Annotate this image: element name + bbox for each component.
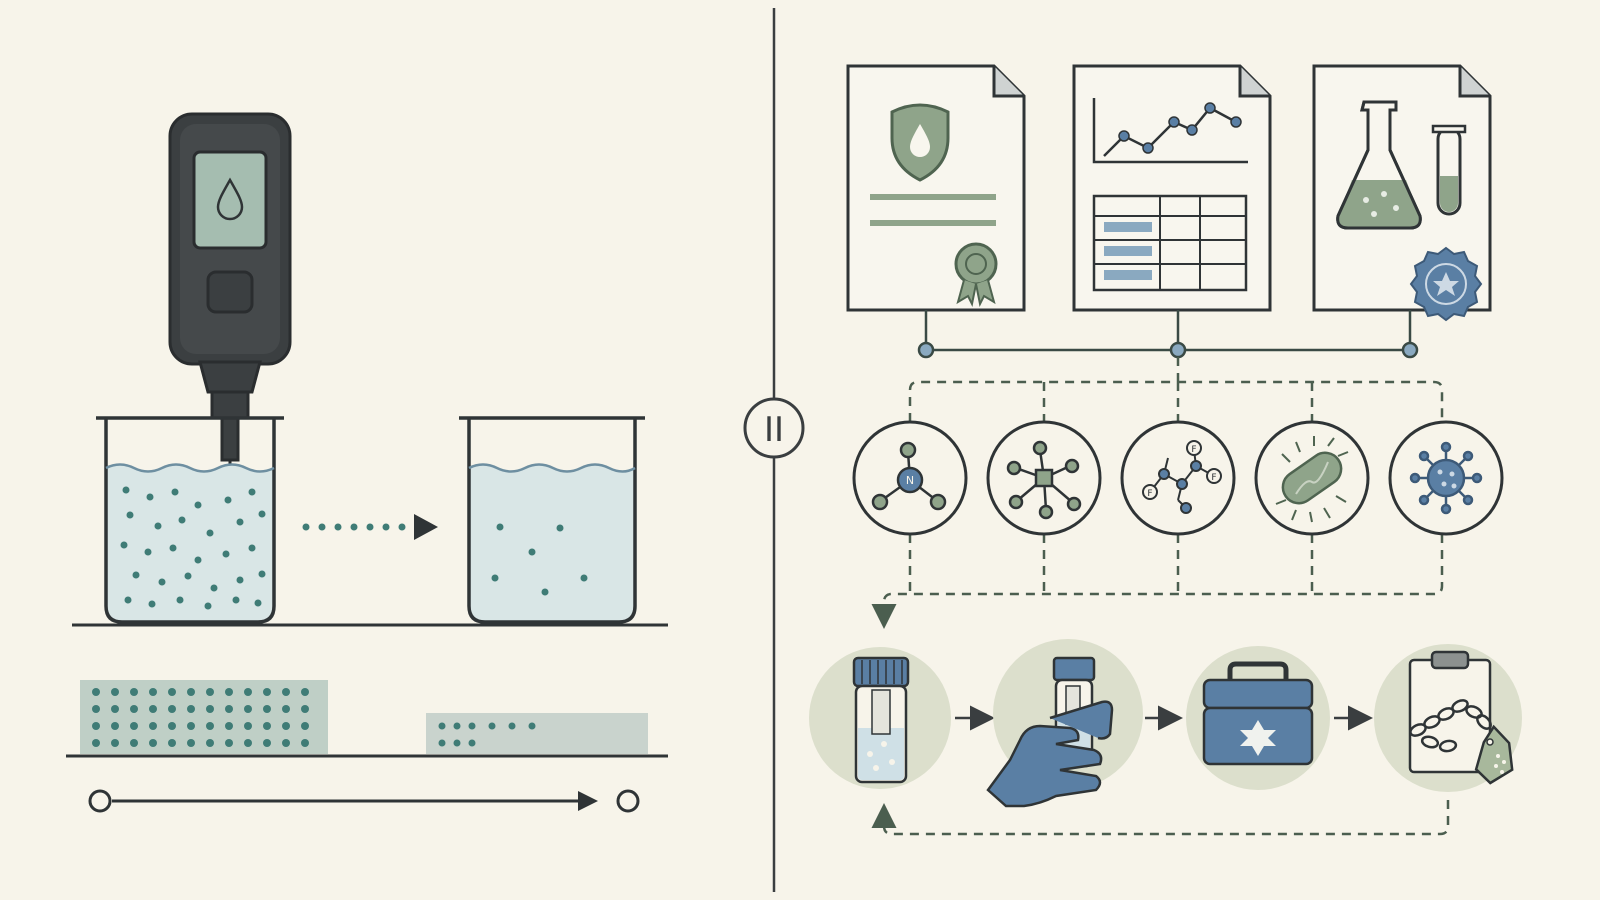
contaminant-virus bbox=[1388, 420, 1504, 536]
left-panel bbox=[66, 112, 668, 813]
tag-icon bbox=[1474, 724, 1514, 785]
data-table-icon bbox=[1092, 194, 1248, 292]
chain-of-custody-clipboard-icon bbox=[1408, 650, 1514, 785]
timeline-arrow bbox=[88, 789, 640, 813]
meter-probe bbox=[220, 416, 240, 462]
step-cooler-transport bbox=[1186, 646, 1330, 790]
approval-badge-icon bbox=[1409, 246, 1483, 322]
fluoro-label-2: F bbox=[1211, 473, 1216, 483]
meter-screen bbox=[192, 150, 268, 250]
contaminant-ammonia: N bbox=[852, 420, 968, 536]
document-report bbox=[1072, 64, 1272, 312]
step-sample-vial bbox=[809, 647, 951, 789]
seal-icon bbox=[954, 242, 998, 286]
virus-icon bbox=[1409, 441, 1483, 515]
fluoro-label-3: F bbox=[1147, 489, 1152, 499]
documents-row bbox=[846, 64, 1492, 322]
pfas-molecule-icon bbox=[1142, 440, 1222, 514]
fluoro-label-1: F bbox=[1191, 445, 1196, 455]
ammonia-molecule-icon bbox=[871, 441, 947, 511]
water-quality-meter bbox=[168, 112, 292, 490]
contaminant-pfas: F F F bbox=[1120, 420, 1236, 536]
contaminants-row: N bbox=[852, 420, 1504, 536]
step-gloved-handling bbox=[986, 639, 1143, 808]
sampling-workflow bbox=[809, 639, 1522, 808]
chain-icon bbox=[1409, 699, 1492, 753]
document-lab-approval bbox=[1312, 64, 1492, 322]
gloved-hand-vial-icon bbox=[986, 656, 1114, 808]
flask-and-test-tube-icon bbox=[1336, 100, 1467, 230]
concentration-bars bbox=[80, 680, 648, 754]
bacteria-icon bbox=[1275, 436, 1349, 523]
water-drop-icon bbox=[216, 177, 244, 221]
dotted-arrow bbox=[302, 514, 438, 540]
cooler-box-icon bbox=[1202, 661, 1314, 766]
organic-molecule-icon bbox=[1006, 440, 1082, 520]
meter-button bbox=[206, 270, 254, 314]
dashed-connectors bbox=[871, 357, 1450, 836]
beaker-after bbox=[459, 416, 645, 624]
particles-few bbox=[491, 523, 588, 596]
snowflake-icon bbox=[1240, 720, 1276, 756]
particles-many bbox=[120, 486, 266, 610]
sample-vial-icon bbox=[852, 656, 910, 784]
beaker-before bbox=[96, 416, 284, 624]
step-chain-of-custody bbox=[1374, 644, 1522, 792]
panel-divider: II bbox=[743, 8, 805, 892]
bar-low bbox=[426, 713, 648, 754]
contaminant-bacteria bbox=[1254, 420, 1370, 536]
document-connectors bbox=[917, 310, 1419, 359]
divider-symbol: II bbox=[764, 410, 784, 450]
line-chart-icon bbox=[1092, 98, 1248, 164]
amine-label: N bbox=[906, 474, 914, 487]
document-certificate bbox=[846, 64, 1026, 312]
contaminant-organic bbox=[986, 420, 1102, 536]
